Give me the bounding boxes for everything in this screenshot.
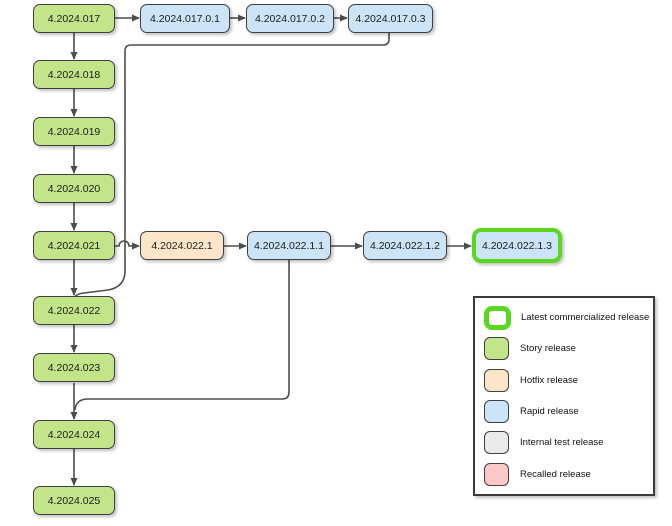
release-node-4-2024-017-0-3: 4.2024.017.0.3 [348, 4, 433, 33]
legend-item-recalled: Recalled release [484, 459, 649, 490]
release-node-4-2024-023: 4.2024.023 [33, 353, 115, 382]
release-node-4-2024-018: 4.2024.018 [33, 60, 115, 89]
legend: Latest commercialized release Story rele… [473, 296, 655, 496]
release-node-4-2024-020: 4.2024.020 [33, 174, 115, 203]
legend-item-story: Story release [484, 333, 649, 364]
route-017-0-3-to-022 [74, 33, 390, 299]
release-node-4-2024-021: 4.2024.021 [33, 231, 115, 260]
release-node-4-2024-022: 4.2024.022 [33, 296, 115, 325]
legend-item-latest: Latest commercialized release [484, 302, 649, 333]
release-node-4-2024-022-1-3-latest: 4.2024.022.1.3 [472, 228, 562, 263]
legend-item-internal: Internal test release [484, 427, 649, 458]
release-node-4-2024-017: 4.2024.017 [33, 4, 115, 33]
legend-swatch-rapid [484, 400, 509, 424]
legend-swatch-latest [484, 305, 511, 330]
legend-label-rapid: Rapid release [520, 406, 579, 418]
legend-swatch-hotfix [484, 368, 509, 392]
legend-swatch-recalled [484, 462, 509, 486]
legend-label-latest: Latest commercialized release [521, 312, 650, 324]
legend-item-rapid: Rapid release [484, 396, 649, 427]
legend-label-story: Story release [520, 343, 576, 355]
release-node-4-2024-022-1: 4.2024.022.1 [140, 231, 224, 260]
release-node-4-2024-017-0-2: 4.2024.017.0.2 [246, 4, 334, 33]
hop-arrow-021-to-022-1 [115, 240, 140, 250]
release-node-4-2024-019: 4.2024.019 [33, 117, 115, 146]
route-022-1-1-to-024 [74, 260, 290, 411]
release-node-4-2024-025: 4.2024.025 [33, 486, 115, 515]
release-node-4-2024-024: 4.2024.024 [33, 420, 115, 449]
legend-label-recalled: Recalled release [520, 468, 591, 480]
release-node-4-2024-022-1-2: 4.2024.022.1.2 [363, 231, 447, 260]
legend-swatch-story [484, 337, 509, 361]
release-node-4-2024-022-1-1: 4.2024.022.1.1 [247, 231, 331, 260]
legend-item-hotfix: Hotfix release [484, 365, 649, 396]
legend-swatch-internal [484, 431, 509, 455]
legend-label-internal: Internal test release [520, 437, 604, 449]
release-node-4-2024-017-0-1: 4.2024.017.0.1 [140, 4, 230, 33]
legend-label-hotfix: Hotfix release [520, 374, 579, 386]
